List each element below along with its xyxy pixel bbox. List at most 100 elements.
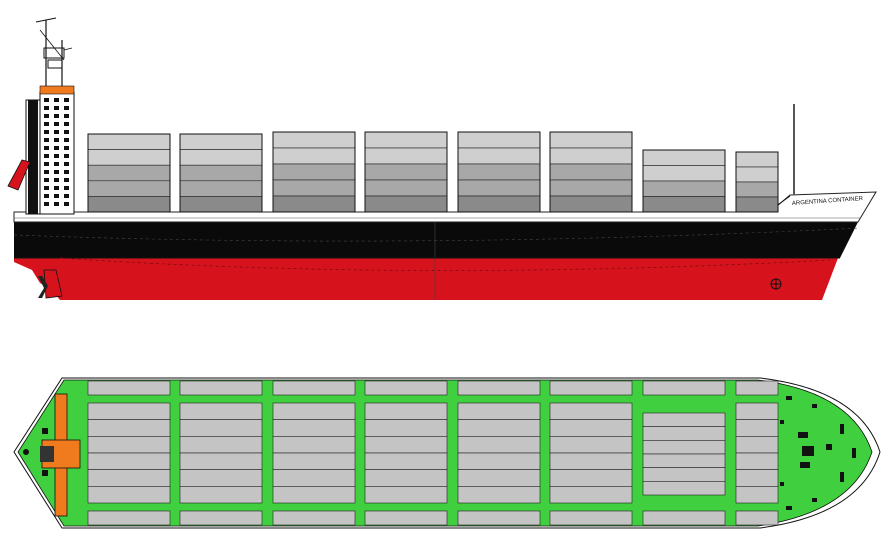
container-stack [364,131,448,213]
bridge-window [44,202,49,206]
container-tier [457,163,541,181]
bridge-superstructure [7,17,75,215]
bridge-window [64,138,69,142]
container-stacks [87,131,779,213]
bridge-window [64,186,69,190]
bridge-window [44,162,49,166]
top-plan-view [13,377,881,529]
container-tier [87,196,171,213]
container-tier [735,196,779,213]
bridge-window [64,194,69,198]
hatch-bay [457,380,541,526]
container-tier [87,149,171,166]
hatch-bay [87,380,171,526]
container-tier [549,163,633,181]
bridge-window [64,178,69,182]
container-stack [457,131,541,213]
bridge-window [54,202,59,206]
bridge-window [64,122,69,126]
hull-bottom-red [14,258,838,300]
side-profile-view: ARGENTINA CONTAINER [7,17,877,300]
bridge-window [64,162,69,166]
propeller [38,276,48,298]
container-tier [549,179,633,197]
container-tier [179,164,263,182]
bridge-window [54,122,59,126]
container-tier [735,181,779,198]
bridge-window [64,154,69,158]
bridge-window [64,130,69,134]
container-tier [457,195,541,213]
bridge-window [54,194,59,198]
container-tier [457,179,541,197]
container-tier [364,163,448,181]
bridge-window [44,98,49,102]
plan-bays [87,380,779,526]
container-tier [549,195,633,213]
bridge-window [44,194,49,198]
container-tier [735,166,779,183]
container-tier [364,179,448,197]
bridge-window [54,106,59,110]
container-tier [179,133,263,150]
container-tier [642,180,726,197]
container-tier [179,149,263,166]
bridge-window [54,170,59,174]
container-stack [549,131,633,213]
container-tier [549,131,633,149]
bridge-window [44,122,49,126]
container-stack [87,133,171,213]
bridge-window [44,170,49,174]
container-tier [179,196,263,213]
container-tier [272,163,356,181]
bridge-window [64,146,69,150]
hatch-bay [735,380,779,526]
container-tier [457,131,541,149]
hatch-bay [364,380,448,526]
bridge-window [64,114,69,118]
crane-arm [7,159,31,191]
container-tier [457,147,541,165]
bridge-window [44,178,49,182]
container-tier [87,133,171,150]
container-tier [549,147,633,165]
plan-bridge-top [23,393,81,517]
bridge-window [54,186,59,190]
container-tier [642,149,726,166]
container-tier [87,164,171,182]
container-tier [87,180,171,197]
ship-name-label: ARGENTINA CONTAINER [792,196,864,207]
bridge-window [54,98,59,102]
bridge-window [44,130,49,134]
container-stack [272,131,356,213]
bridge-window [54,146,59,150]
bridge-window [54,138,59,142]
bridge-window [54,178,59,182]
bridge-window [44,106,49,110]
bow-mooring-fittings [780,396,856,510]
bridge-window [64,202,69,206]
bridge-window [54,114,59,118]
container-stack [179,133,263,213]
container-tier [364,195,448,213]
container-tier [272,179,356,197]
container-tier [364,147,448,165]
bridge-window [44,146,49,150]
bridge-window [44,154,49,158]
hatch-bay [642,380,726,526]
bridge-window [64,106,69,110]
bridge-window [44,114,49,118]
container-stack [642,149,726,213]
container-tier [642,196,726,213]
container-tier [364,131,448,149]
container-stack [735,151,779,213]
bridge-window [54,162,59,166]
hatch-bay [272,380,356,526]
container-tier [179,180,263,197]
hatch-bay [549,380,633,526]
hatch-bay [179,380,263,526]
bridge-window [64,98,69,102]
bridge-window [64,170,69,174]
